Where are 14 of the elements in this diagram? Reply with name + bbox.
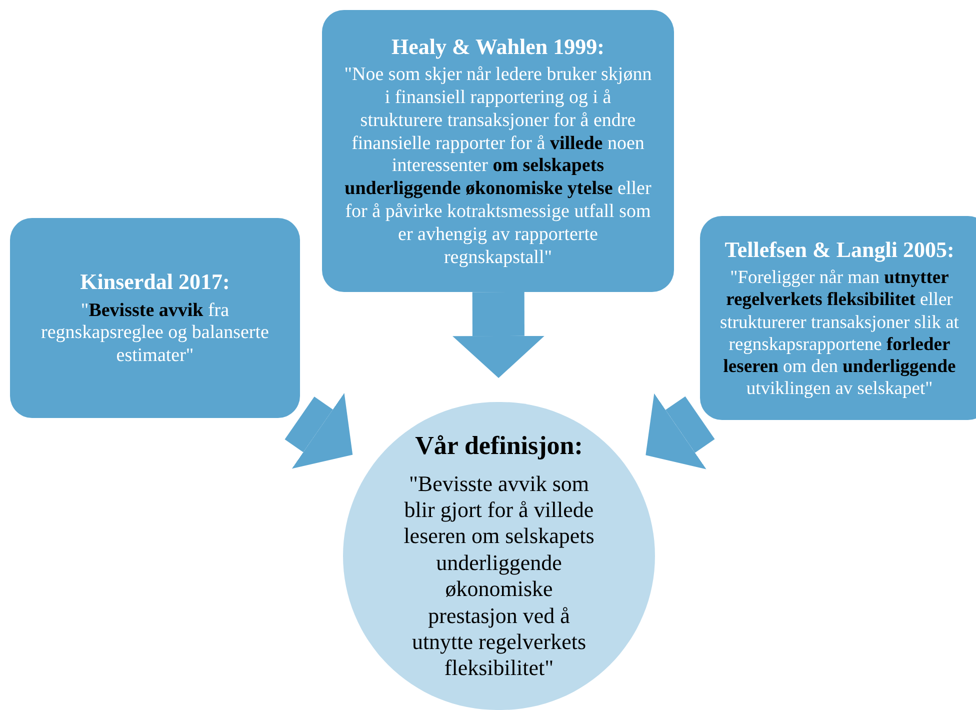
node-heading: Vår definisjon: [415, 430, 583, 462]
node-heading: Kinserdal 2017: [80, 268, 230, 296]
definition-box [322, 10, 674, 292]
definition-box [10, 218, 300, 418]
definition-box [700, 216, 976, 420]
definition-text: "Bevisste avvik fra regnskapsreglee og balanserte estimater" [40, 300, 270, 368]
node-heading: Healy & Wahlen 1999: [392, 32, 604, 60]
definition-text: "Noe som skjer når ledere bruker skjønn i finansiell rapportering og i å strukturere transaksjoner for å endre finansielle rapporter for å villede noen interessenter om selskapets underliggende økonomiske ytelse eller for å påvirke kotraktsmessige utfall som er avhengig av rapporterte regnskapstall" [343, 64, 653, 270]
node-heading: Tellefsen & Langli 2005: [724, 236, 954, 264]
definition-text: "Foreligger når man utnytter regelverkets fleksibilitet eller strukturerer transaksjoner slik at regnskapsrapportene forleder leseren om den underliggende utviklingen av selskapet" [719, 267, 960, 400]
definition-text: "Bevisste avvik som blir gjort for å villede leseren om selskapets underliggende økonomiske prestasjon ved å utnytte regelverkets fleksibilitet" [402, 470, 596, 682]
block-arrow [452, 292, 544, 378]
block-arrow [646, 393, 715, 470]
block-arrow [284, 393, 353, 469]
